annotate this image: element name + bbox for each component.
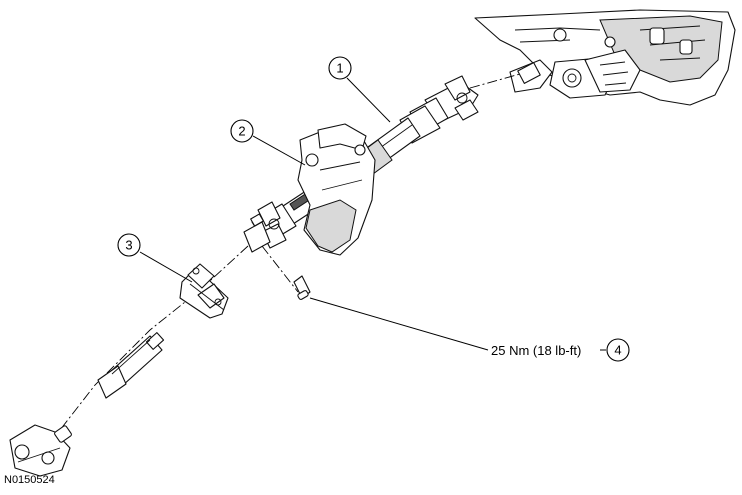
callout-4-leader: [309, 297, 489, 351]
pinch-bolt: [293, 275, 311, 300]
callout-2-number: 2: [238, 124, 245, 139]
upper-coupling: [469, 59, 553, 93]
callout-1-leader: [346, 77, 391, 123]
callout-4-number: 4: [614, 343, 621, 358]
callout-3-number: 3: [125, 238, 132, 253]
seal-plate: [179, 263, 229, 319]
callout-1: 1: [328, 56, 352, 80]
callout-1-number: 1: [336, 61, 343, 76]
shaft-centerline: [59, 245, 249, 431]
steering-column-housing: [474, 9, 736, 106]
steering-gear-input: [9, 424, 72, 477]
callout-3: 3: [117, 233, 141, 257]
callout-2-leader: [252, 135, 306, 166]
callout-3-leader: [139, 251, 193, 283]
column-bracket: [297, 123, 376, 256]
figure-id: N0150524: [4, 474, 55, 486]
bolt-centerline: [261, 245, 299, 293]
lower-shaft: [97, 332, 165, 399]
callout-4: 4: [606, 338, 630, 362]
callout-2: 2: [230, 119, 254, 143]
torque-spec-label: 25 Nm (18 lb-ft): [491, 343, 581, 358]
